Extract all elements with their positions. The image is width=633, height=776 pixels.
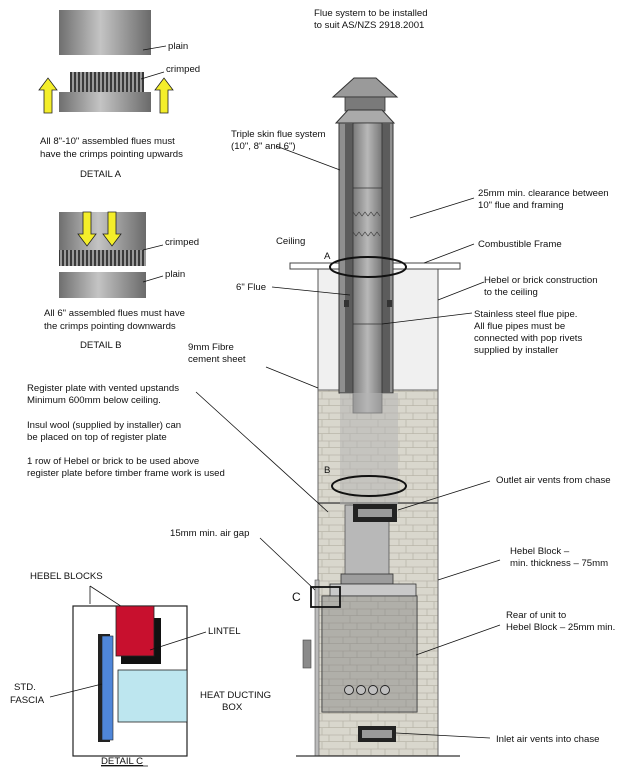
detail-b-note-2: the crimps pointing downwards: [44, 321, 176, 332]
down-arrow-icon: [77, 211, 97, 247]
detail-a-plain-label: plain: [168, 41, 188, 52]
register-label-1: Register plate with vented upstands: [27, 383, 179, 394]
detail-c-std-label-2: FASCIA: [10, 695, 45, 706]
callout-labels: Triple skin flue system (10", 8" and 6")…: [27, 129, 615, 745]
rear-unit-label-2: Hebel Block – 25mm min.: [506, 622, 615, 633]
stainless-label-1: Stainless steel flue pipe.: [474, 309, 577, 320]
detail-c-std-label-1: STD.: [14, 682, 36, 693]
hebel-block-label-2: min. thickness – 75mm: [510, 558, 608, 569]
fibre-label-1: 9mm Fibre: [188, 342, 234, 353]
detail-b-marker-ellipse: [331, 475, 407, 497]
detail-c-title: DETAIL C: [101, 756, 143, 767]
row-label-1: 1 row of Hebel or brick to be used above: [27, 456, 199, 467]
triple-skin-label-1: Triple skin flue system: [231, 129, 326, 140]
up-arrow-icon: [38, 77, 58, 114]
crimped-section-a: [70, 72, 144, 92]
detail-b-title: DETAIL B: [80, 340, 122, 351]
detail-a: plain crimped All 8"-10" assembled flues…: [38, 10, 200, 180]
detail-c: HEBEL BLOCKS LINTEL STD. FASCIA HEAT DUC…: [10, 571, 271, 767]
detail-b-crimped-label: crimped: [165, 237, 199, 248]
insul-label-2: be placed on top of register plate: [27, 432, 167, 443]
clearance-label-2: 10" flue and framing: [478, 200, 564, 211]
ceiling-label: Ceiling: [276, 236, 305, 247]
detail-c-heat-label-1: HEAT DUCTING: [200, 690, 271, 701]
six-inch-flue-label: 6" Flue: [236, 282, 266, 293]
up-arrow-icon: [154, 77, 174, 114]
flue-cowl: [331, 77, 399, 98]
detail-c-lintel-label: LINTEL: [208, 626, 241, 637]
header-line-2: to suit AS/NZS 2918.2001: [314, 20, 424, 31]
fibre-label-2: cement sheet: [188, 354, 246, 365]
clearance-label-1: 25mm min. clearance between: [478, 188, 609, 199]
air-gap-label: 15mm min. air gap: [170, 528, 249, 539]
stainless-label-3: connected with pop rivets: [474, 333, 582, 344]
leader-lines: [195, 145, 501, 739]
side-handle: [302, 639, 312, 669]
detail-c-hebel-blocks-label: HEBEL BLOCKS: [30, 571, 103, 582]
detail-c-hebel-block: [115, 605, 155, 657]
detail-c-marker-box: [310, 586, 341, 608]
six-inch-flue: [352, 122, 383, 414]
combustible-frame-label: Combustible Frame: [478, 239, 562, 250]
detail-b-plain-label: plain: [165, 269, 185, 280]
marker-a: A: [324, 251, 331, 262]
flue-installation-main: A B C: [289, 77, 461, 757]
stainless-label-4: supplied by installer: [474, 345, 559, 356]
detail-b-note-1: All 6" assembled flues must have: [44, 308, 185, 319]
row-label-2: register plate before timber frame work …: [27, 468, 225, 479]
hebel-block-label-1: Hebel Block –: [510, 546, 570, 557]
marker-c: C: [292, 590, 301, 604]
insul-label-1: Insul wool (supplied by installer) can: [27, 420, 181, 431]
detail-a-note-1: All 8"-10" assembled flues must: [40, 136, 175, 147]
hebel-ceiling-label-1: Hebel or brick construction: [484, 275, 598, 286]
plain-section-b: [59, 272, 146, 298]
triple-skin-label-2: (10", 8" and 6"): [231, 141, 296, 152]
detail-b: crimped plain All 6" assembled flues mus…: [44, 211, 199, 351]
plain-flue-lower-a: [59, 92, 151, 112]
hebel-ceiling-label-2: to the ceiling: [484, 287, 538, 298]
register-label-2: Minimum 600mm below ceiling.: [27, 395, 161, 406]
down-arrow-icon: [102, 211, 122, 247]
marker-b: B: [324, 465, 330, 476]
pop-rivet: [344, 300, 349, 307]
detail-c-fascia: [101, 635, 114, 741]
detail-a-title: DETAIL A: [80, 169, 122, 180]
plain-flue-section-a: [59, 10, 151, 55]
detail-a-marker-ellipse: [329, 256, 407, 278]
unit-vent-holes: [344, 685, 390, 695]
header-line-1: Flue system to be installed: [314, 8, 428, 19]
stainless-label-2: All flue pipes must be: [474, 321, 565, 332]
outlet-vents-label: Outlet air vents from chase: [496, 475, 611, 486]
detail-a-crimped-label: crimped: [166, 64, 200, 75]
detail-c-heat-duct: [117, 669, 188, 723]
rear-unit-label-1: Rear of unit to: [506, 610, 566, 621]
detail-a-note-2: have the crimps pointing upwards: [40, 149, 183, 160]
crimped-section-b: [59, 250, 146, 266]
inlet-vents-label: Inlet air vents into chase: [496, 734, 599, 745]
flue-section-b: [59, 212, 146, 250]
detail-c-heat-label-2: BOX: [222, 702, 243, 713]
pop-rivet: [387, 300, 392, 307]
